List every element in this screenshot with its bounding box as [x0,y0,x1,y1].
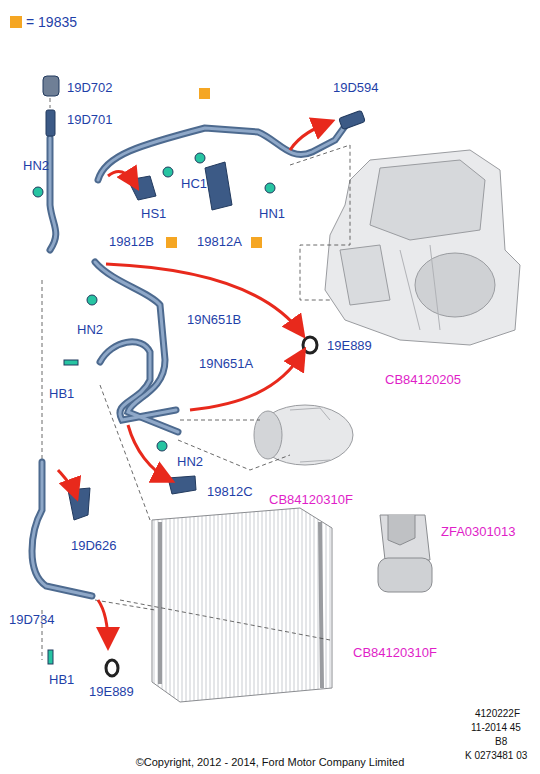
callout-number: HS1 [140,206,167,221]
red-arrows-part [58,470,76,496]
receiver-drier-part [388,515,415,545]
fittings-and-brackets-part [339,110,366,129]
callout-number: 19D734 [8,612,56,627]
callout-number: HC1 [180,176,208,191]
condenser [152,508,332,702]
catalog-ref: 4120222F [474,708,521,720]
fittings-and-brackets-part [157,441,167,451]
fittings-and-brackets-part [195,153,205,163]
evaporator-housing-part [325,150,520,345]
fittings-and-brackets-part [33,187,43,197]
fittings-and-brackets [33,76,365,664]
receiver-drier [378,515,432,592]
receiver-drier-part [380,515,430,560]
fittings-and-brackets-part [68,488,90,520]
fittings-and-brackets-part [163,167,173,177]
catalog-ref: 11-2014 45 [470,722,522,734]
catalog-ref: K 0273481 03 [464,750,528,762]
fittings-and-brackets-part [43,76,59,96]
fittings-and-brackets-part [265,183,275,193]
fittings-and-brackets-part [48,650,53,664]
evaporator-housing-part [415,253,495,317]
hoses-part [32,122,348,596]
fittings-and-brackets-part [205,162,232,210]
callout-number: 19812A [196,234,243,249]
compressor [254,405,353,465]
callout-number: HB1 [48,672,75,687]
kit-markers-part [166,237,177,248]
evaporator-housing [325,150,520,345]
callout-number: 19D626 [70,538,118,553]
fittings-and-brackets-part [46,110,55,136]
evaporator-housing-part [340,245,390,305]
assembly-ref: CB84120310F [268,492,354,507]
callout-number: 19N651B [186,312,242,327]
callout-number: HN2 [76,322,104,337]
leader-lines-part [290,145,350,300]
red-arrows-part [190,352,303,410]
fittings-and-brackets-part [168,476,196,494]
red-arrows-part [108,171,136,186]
callout-number: 19812B [108,234,155,249]
legend: = 19835 [10,14,77,30]
callout-number: 19D702 [66,80,114,95]
legend-swatch [10,16,22,28]
assembly-ref: CB84120205 [384,372,462,387]
evaporator-housing-part [370,160,485,240]
callout-number: 19E889 [326,338,373,353]
seal-rings-part [106,660,118,676]
condenser-part [160,522,322,688]
evaporator-housing-part [400,245,440,330]
callout-number: 19E889 [88,684,135,699]
red-arrows-part [128,425,170,480]
hoses-part-part [50,138,56,250]
callout-number: HB1 [48,386,75,401]
red-arrows-part [106,264,302,334]
hoses-part-part [50,138,56,250]
callout-number: 19812C [206,484,254,499]
hoses [32,122,348,596]
callout-number: 19D701 [66,112,114,127]
callout-number: 19N651A [198,356,254,371]
legend-text: = 19835 [26,14,77,30]
compressor-part [254,411,282,459]
hoses-part-part [100,342,176,420]
fittings-and-brackets-part [87,295,97,305]
red-arrows-part [290,122,330,150]
assembly-ref: ZFA0301013 [440,524,516,539]
leader-lines-part [120,600,330,640]
kit-markers-part [199,88,210,99]
compressor-part [290,408,330,462]
callout-number: HN1 [258,206,286,221]
seal-rings-part [303,337,317,353]
kit-markers [166,88,262,248]
hoses-part-part [95,262,178,432]
hoses-part-part [95,262,178,432]
fittings-and-brackets-part [64,360,78,365]
condenser-part [152,508,332,702]
hoses-part [32,122,348,596]
leader-lines-part [180,420,260,421]
catalog-ref: B8 [494,736,508,748]
receiver-drier-part [378,558,432,592]
red-arrows [58,122,330,645]
hoses-part-part [32,462,92,596]
red-arrows-part [98,600,108,645]
callout-number: HN2 [22,158,50,173]
kit-markers-part [251,237,262,248]
callout-number: HN2 [176,454,204,469]
copyright-note: ©Copyright, 2012 - 2014, Ford Motor Comp… [135,756,406,769]
assembly-ref: CB84120310F [352,645,438,660]
callout-number: 19D594 [332,80,380,95]
hoses-part-part [32,462,92,596]
leader-lines [42,98,350,660]
